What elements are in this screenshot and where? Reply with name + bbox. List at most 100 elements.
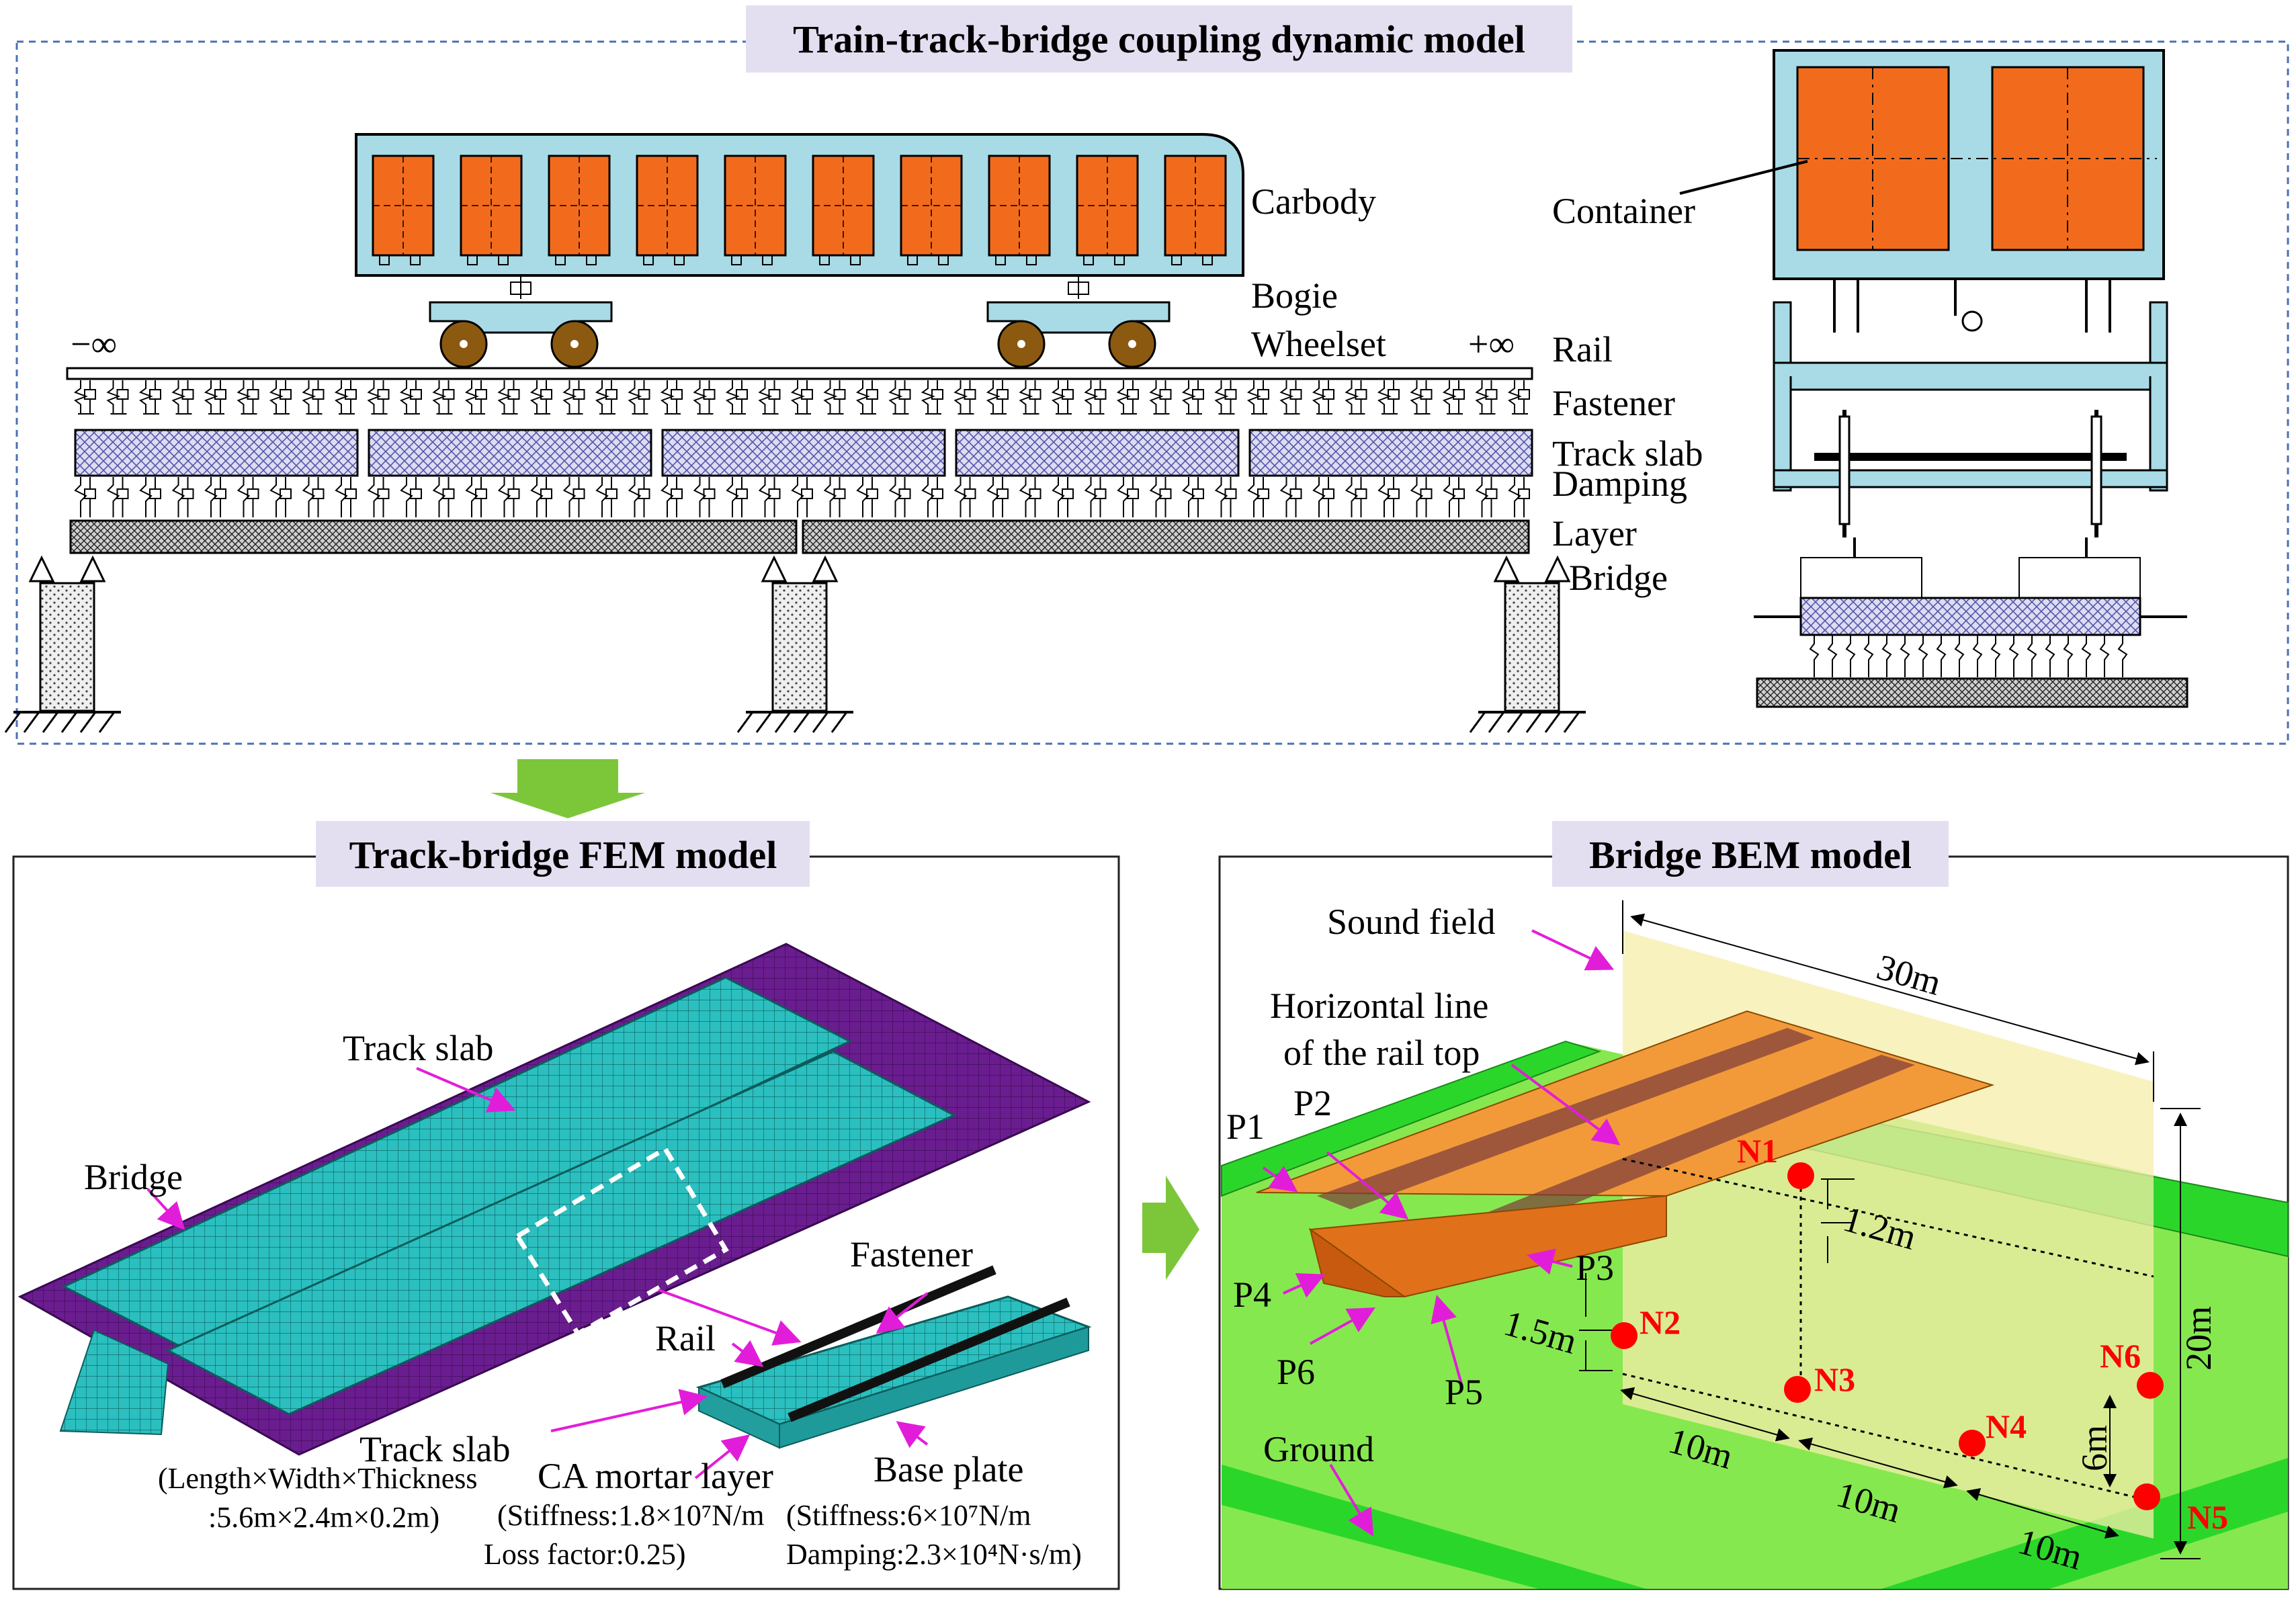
fem-track-slab-a — [61, 976, 853, 1352]
fastener-spring — [953, 380, 976, 415]
bem-label-n2: N2 — [1640, 1303, 1681, 1341]
right-arrow-icon — [1142, 1176, 1199, 1280]
cross-section-bridge — [1756, 677, 2188, 708]
cross-section-damper — [1990, 636, 2001, 677]
cross-section-damper — [1863, 636, 1874, 677]
track-slab-block — [74, 429, 359, 477]
damping-spring — [171, 477, 194, 517]
fastener-spring — [171, 380, 194, 415]
damping-spring — [432, 477, 455, 517]
damping-spring — [758, 477, 781, 517]
fastener-spring — [562, 380, 585, 415]
fastener-spring — [660, 380, 683, 415]
bridge-piers — [4, 555, 1586, 733]
fastener-spring — [628, 380, 650, 415]
fastener-spring — [237, 380, 259, 415]
fem-label-dims-2: :5.6m×2.4m×0.2m) — [208, 1501, 439, 1534]
damping-spring — [1345, 477, 1367, 517]
cross-section-damper — [1900, 636, 1910, 677]
label-rail: Rail — [1552, 329, 1613, 370]
fastener-spring — [138, 380, 161, 415]
bem-label-horizontal-1: Horizontal line — [1270, 986, 1488, 1026]
damping-spring — [921, 477, 943, 517]
label-wheelset: Wheelset — [1251, 324, 1386, 364]
bem-label-n4: N4 — [1986, 1408, 2027, 1445]
cross-section-track-slab — [1799, 597, 2141, 636]
damping-spring — [74, 477, 96, 517]
fastener-spring — [302, 380, 325, 415]
damping-spring — [726, 477, 748, 517]
fastener-spring — [921, 380, 943, 415]
point-n2 — [1611, 1322, 1638, 1349]
point-n1 — [1787, 1162, 1814, 1189]
label-layer: Layer — [1552, 513, 1637, 554]
bem-label-n3: N3 — [1814, 1360, 1855, 1398]
damping-spring — [530, 477, 552, 517]
bem-label-n1: N1 — [1737, 1132, 1778, 1170]
fastener-row — [73, 380, 1530, 415]
panel-bem-model: Bridge BEM model — [1218, 821, 2289, 1590]
bem-dim-20m: 20m — [2178, 1306, 2219, 1371]
fastener-spring — [855, 380, 878, 415]
label-bridge: Bridge — [1569, 558, 1668, 598]
fem-rail-a — [720, 1265, 996, 1389]
damping-spring — [367, 477, 390, 517]
track-slab-block — [1248, 429, 1533, 477]
fastener-spring — [823, 380, 846, 415]
damping-spring — [302, 477, 325, 517]
fastener-spring — [1507, 380, 1530, 415]
fastener-spring — [1410, 380, 1433, 415]
fem-label-base-plate: Base plate — [874, 1449, 1023, 1489]
bem-points — [1611, 1162, 2164, 1510]
fem-label-track-slab: Track slab — [343, 1028, 494, 1068]
label-plus-infinity: +∞ — [1468, 324, 1515, 364]
cross-section-view — [1679, 49, 2188, 708]
panel-bem-title: Bridge BEM model — [1589, 833, 1912, 877]
panel-fem-title: Track-bridge FEM model — [349, 833, 777, 877]
bem-label-horizontal-2: of the rail top — [1283, 1033, 1480, 1073]
bem-dim-30m: 30m — [1873, 947, 1946, 1003]
fem-label-bp-damping: Damping:2.3×10⁴N·s/m) — [786, 1538, 1082, 1571]
cross-section-damper — [2117, 636, 2128, 677]
cross-section-damper — [2008, 636, 2019, 677]
damping-spring — [628, 477, 650, 517]
point-n3 — [1784, 1376, 1811, 1403]
fastener-spring — [693, 380, 716, 415]
fem-label-ca-mortar: CA mortar layer — [538, 1456, 773, 1496]
panel-bem-title-bg — [1552, 821, 1949, 887]
damping-spring — [1084, 477, 1107, 517]
label-bogie: Bogie — [1251, 275, 1338, 316]
label-damping: Damping — [1552, 464, 1687, 504]
cross-section-damper — [1954, 636, 1965, 677]
bem-dim-6m: 6m — [2074, 1425, 2115, 1471]
damping-spring — [1117, 477, 1139, 517]
bem-label-p3: P3 — [1576, 1248, 1614, 1288]
damping-spring — [1019, 477, 1041, 517]
damping-spring — [1508, 477, 1530, 517]
point-n4 — [1959, 1430, 1986, 1457]
cross-section-damper — [1827, 636, 1838, 677]
damping-spring — [1247, 477, 1269, 517]
cross-section-damper — [1936, 636, 1947, 677]
damping-spring — [335, 477, 357, 517]
fastener-spring — [1312, 380, 1334, 415]
panel-coupling-model: Train-track-bridge coupling dynamic mode… — [4, 5, 2289, 745]
bridge-girder-right — [802, 519, 1530, 554]
bem-label-n6: N6 — [2100, 1337, 2141, 1375]
bogie-left — [429, 275, 613, 368]
fem-selection-box — [514, 1145, 729, 1337]
bridge-girder-left — [69, 519, 798, 554]
damping-spring — [1182, 477, 1204, 517]
bogie-right — [986, 275, 1171, 368]
fem-label-track-slab-detail: Track slab — [359, 1429, 511, 1469]
bem-label-p5: P5 — [1445, 1372, 1483, 1412]
cross-section-damper — [1972, 636, 1983, 677]
damping-spring — [237, 477, 259, 517]
bem-label-p6: P6 — [1277, 1352, 1315, 1392]
point-n6 — [2137, 1372, 2164, 1399]
track-slab-block — [368, 429, 652, 477]
label-minus-infinity: −∞ — [71, 324, 117, 364]
panel-top-title-bg — [746, 5, 1572, 73]
panel-fem-title-bg — [316, 821, 810, 887]
fastener-spring — [204, 380, 226, 415]
